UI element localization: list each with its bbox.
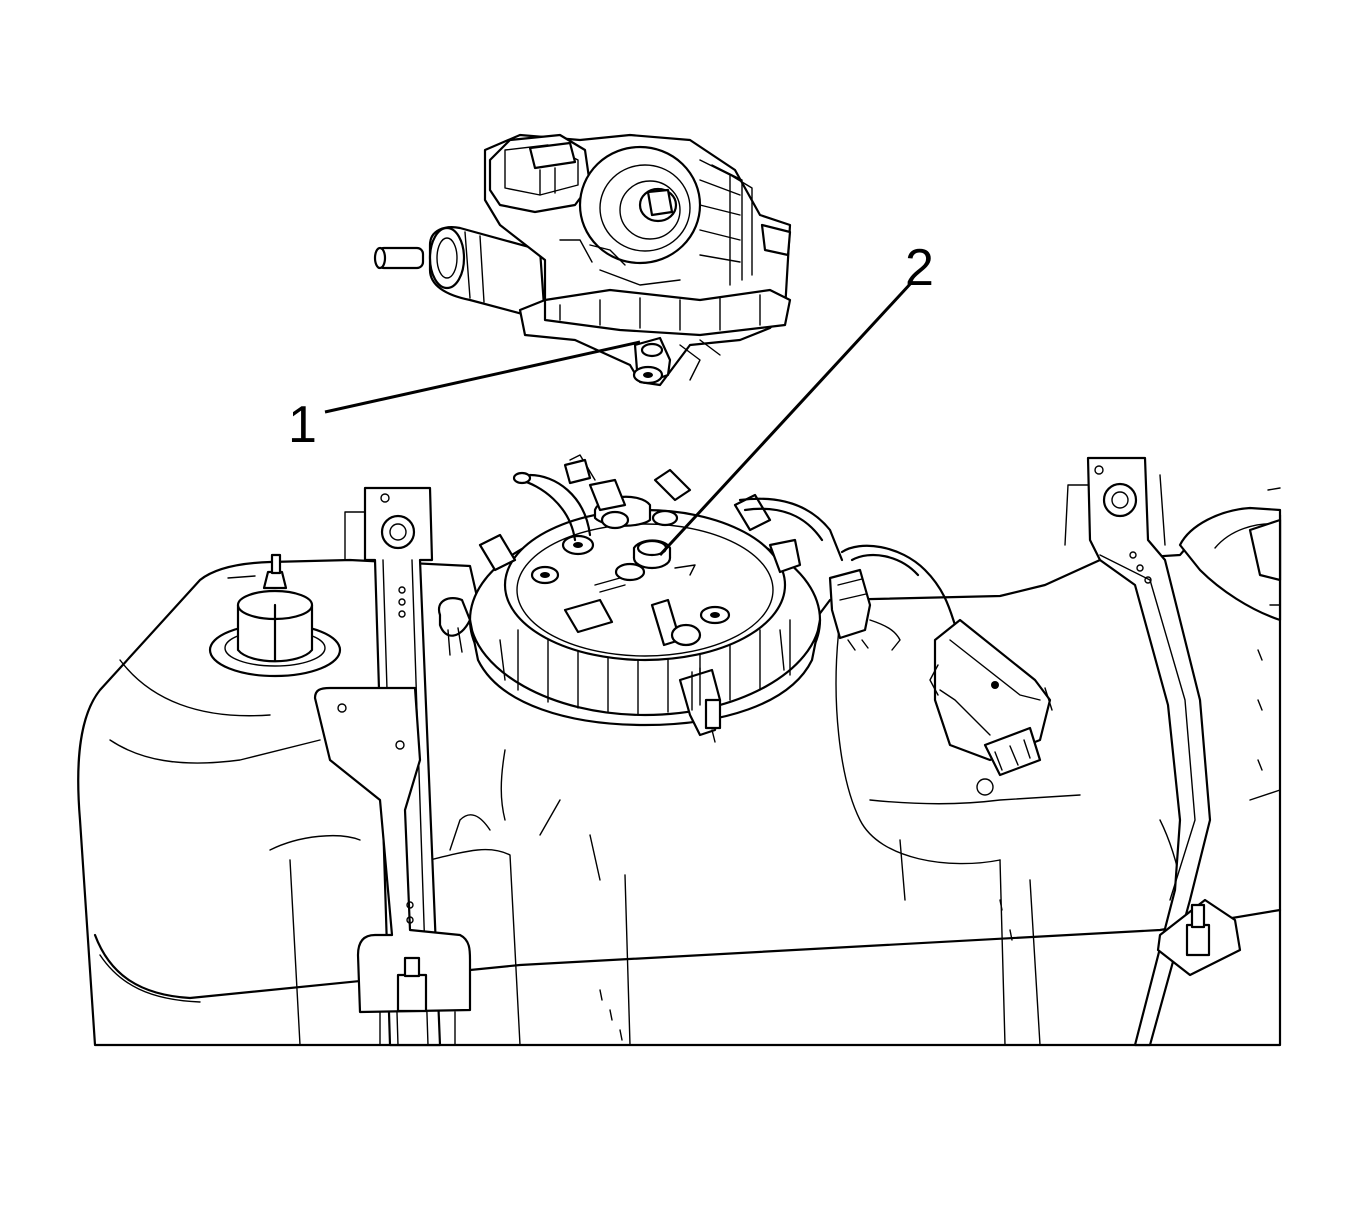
fuel-filter-assembly xyxy=(373,133,792,387)
secondary-module-cover xyxy=(1178,487,1282,622)
callout-1-leader xyxy=(324,340,641,414)
callout-2-leader xyxy=(658,280,914,557)
callout-1-label: 1 xyxy=(288,396,317,454)
fuel-pump-module xyxy=(437,454,844,743)
filler-neck xyxy=(208,553,342,678)
callout-leaders xyxy=(324,280,914,557)
wiring-harness xyxy=(828,544,1053,777)
right-tank-strap xyxy=(1064,456,1242,1047)
callout-2-label: 2 xyxy=(905,239,934,297)
left-tank-strap xyxy=(313,486,472,1047)
